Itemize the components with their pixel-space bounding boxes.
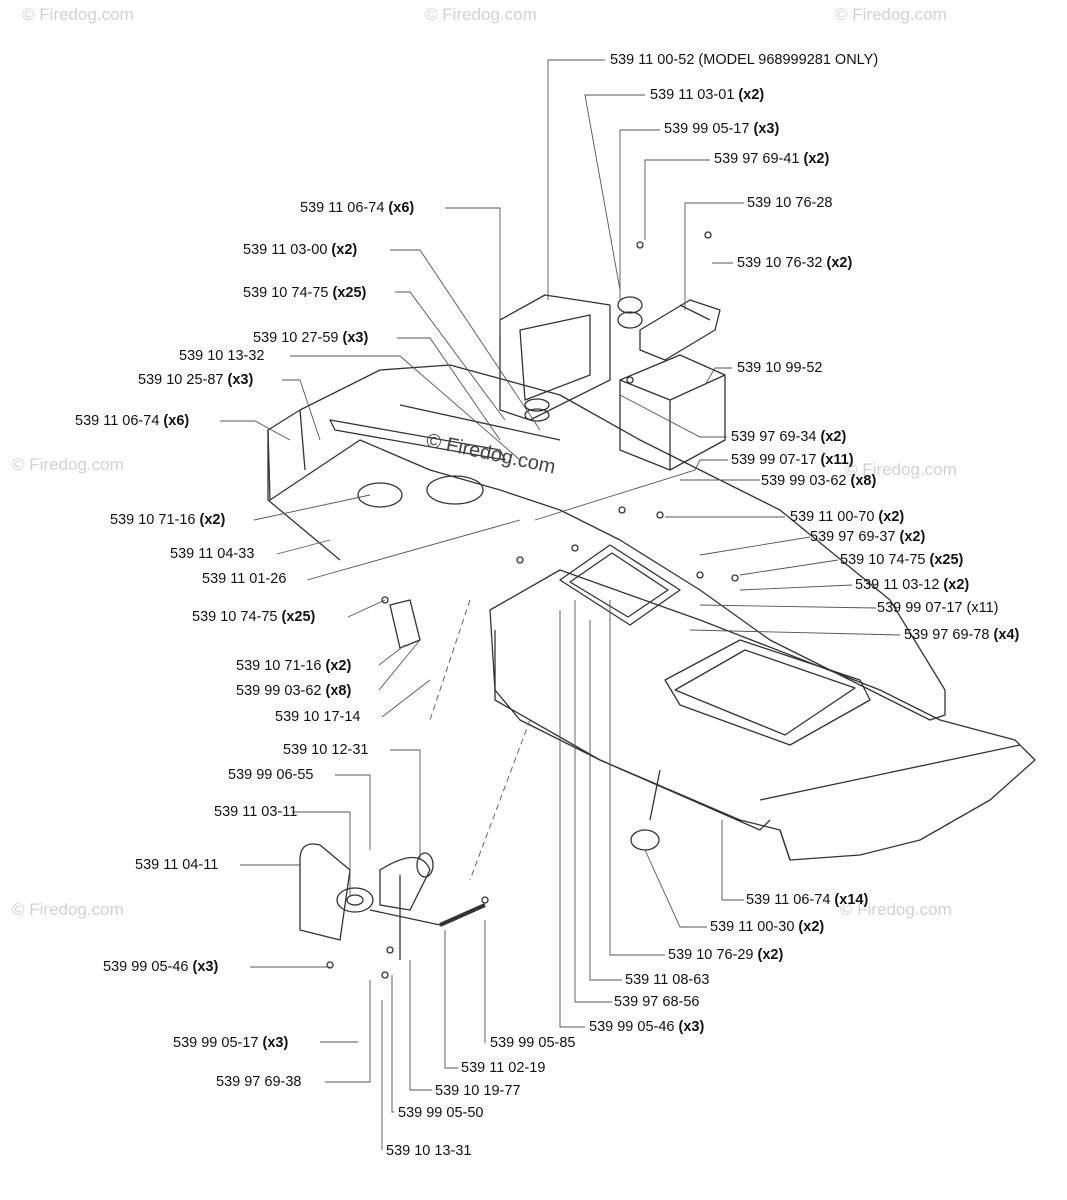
part-label: 539 11 06-74 (x6) — [300, 200, 415, 216]
part-label: 539 11 06-74 (x6) — [75, 413, 190, 429]
part-label: 539 10 25-87 (x3) — [138, 372, 254, 388]
part-label: 539 97 69-78 (x4) — [904, 627, 1020, 643]
part-label: 539 99 07-17 (x11) — [731, 452, 854, 468]
part-label: 539 99 05-17 (x3) — [664, 121, 780, 137]
part-label: 539 10 74-75 (x25) — [840, 552, 964, 568]
part-label: 539 10 76-29 (x2) — [668, 947, 784, 963]
part-label: 539 99 05-85 — [490, 1035, 576, 1051]
part-label: 539 97 69-41 (x2) — [714, 151, 830, 167]
part-label: 539 99 03-62 (x8) — [236, 683, 352, 699]
belt-guide — [299, 843, 351, 941]
battery-box — [619, 354, 726, 471]
chassis-plate — [267, 364, 946, 721]
watermark: © Firedog.com — [840, 900, 952, 919]
part-label: 539 99 05-46 (x3) — [589, 1019, 705, 1035]
watermark: © Firedog.com — [12, 455, 124, 474]
part-label: 539 11 04-11 — [135, 857, 219, 873]
part-label: 539 99 07-17 (x11) — [877, 600, 999, 616]
part-label: 539 99 05-46 (x3) — [103, 959, 219, 975]
part-label: 539 10 71-16 (x2) — [110, 512, 226, 528]
part-label: 539 97 69-37 (x2) — [810, 529, 926, 545]
part-label: 539 10 13-32 — [179, 348, 265, 364]
switch-block — [639, 299, 721, 361]
part-label: 539 10 76-28 — [747, 195, 833, 211]
part-label: 539 99 06-55 — [228, 767, 314, 783]
part-label: 539 99 03-62 (x8) — [761, 473, 877, 489]
part-label: 539 11 08-63 — [625, 972, 710, 988]
part-label: 539 11 03-11 — [214, 804, 298, 820]
part-label: 539 11 01-26 — [202, 571, 287, 587]
part-label: 539 10 76-32 (x2) — [737, 255, 853, 271]
part-label: 539 11 00-52 (MODEL 968999281 ONLY) — [610, 52, 879, 68]
watermark: © Firedog.com — [22, 5, 134, 24]
part-label: 539 11 03-12 (x2) — [855, 577, 970, 593]
part-label: 539 11 02-19 — [461, 1060, 546, 1076]
part-label: 539 11 00-30 (x2) — [710, 919, 825, 935]
battery-opening — [664, 639, 871, 746]
part-label: 539 10 74-75 (x25) — [192, 609, 316, 625]
part-label: 539 11 04-33 — [170, 546, 255, 562]
part-label: 539 10 74-75 (x25) — [243, 285, 367, 301]
part-label: 539 10 17-14 — [275, 709, 361, 725]
part-label: 539 99 05-17 (x3) — [173, 1035, 289, 1051]
part-label: 539 10 13-31 — [386, 1143, 472, 1159]
part-label: 539 10 19-77 — [435, 1083, 521, 1099]
seat-bracket — [499, 294, 611, 421]
watermark: © Firedog.com — [835, 5, 947, 24]
watermark: © Firedog.com — [425, 5, 537, 24]
part-label: 539 11 03-01 (x2) — [650, 87, 765, 103]
part-label: 539 11 00-70 (x2) — [790, 509, 905, 525]
watermark: © Firedog.com — [845, 460, 957, 479]
part-label: 539 97 69-34 (x2) — [731, 429, 847, 445]
part-label: 539 10 27-59 (x3) — [253, 330, 369, 346]
part-label: 539 10 12-31 — [283, 742, 369, 758]
part-label: 539 97 69-38 — [216, 1074, 302, 1090]
watermark: © Firedog.com — [12, 900, 124, 919]
part-label: 539 10 71-16 (x2) — [236, 658, 352, 674]
part-label: 539 99 05-50 — [398, 1105, 484, 1121]
part-label: 539 11 03-00 (x2) — [243, 242, 358, 258]
part-label: 539 11 06-74 (x14) — [746, 892, 869, 908]
part-label: 539 97 68-56 — [614, 994, 700, 1010]
part-label: 539 10 99-52 — [737, 360, 823, 376]
